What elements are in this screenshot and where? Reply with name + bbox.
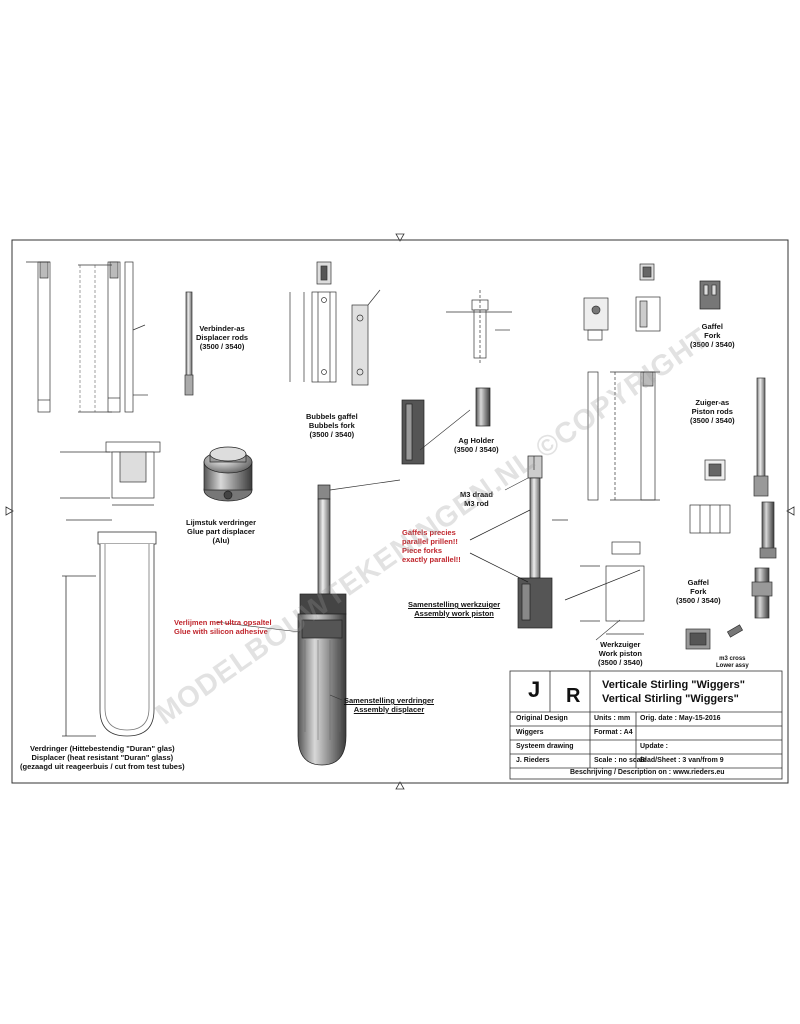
label-line: Assembly displacer xyxy=(353,705,425,714)
label-line: Verlijmen met ultra opsaltel xyxy=(174,618,272,627)
label-ag-holder: Ag Holder (3500 / 3540) xyxy=(454,436,499,454)
scale-field: Scale : no scale xyxy=(594,757,647,764)
label-line: Gaffel xyxy=(687,578,709,587)
center-mark-right xyxy=(786,506,795,516)
label-bubble-fork: Bubbels gaffel Bubbels fork (3500 / 3540… xyxy=(306,412,358,439)
label-line: exactly parallel!! xyxy=(402,555,461,564)
work-piston-assembly-3d xyxy=(469,455,641,629)
label-line: (3500 / 3540) xyxy=(690,340,735,349)
update-field: Update : xyxy=(640,743,668,750)
logo-j: J xyxy=(528,677,541,702)
displacer-rod-views xyxy=(26,261,194,413)
label-line: (3500 / 3540) xyxy=(690,416,735,425)
label-line: (3500 / 3540) xyxy=(309,430,355,439)
label-line: Displacer (heat resistant "Duran" glass) xyxy=(31,753,174,762)
displacer-assembly-3d xyxy=(297,479,401,766)
label-line: Samenstelling verdringer xyxy=(344,696,435,705)
format-field: Format : A4 xyxy=(594,729,633,736)
original-design-name: Wiggers xyxy=(516,729,544,736)
label-line: Glue with silicon adhesive xyxy=(174,627,268,636)
label-line: M3 draad xyxy=(460,490,493,499)
label-piston-rods: Zuiger-as Piston rods (3500 / 3540) xyxy=(690,398,735,425)
label-line: Bubbels fork xyxy=(308,421,355,430)
label-line: Gaffel xyxy=(701,322,723,331)
original-design-label: Original Design xyxy=(516,715,568,722)
label-line: Zuiger-as xyxy=(695,398,730,407)
label-line: Assembly work piston xyxy=(414,609,494,618)
label-line: (3500 / 3540) xyxy=(598,658,643,667)
label-line: (gezaagd uit reageerbuis / cut from test… xyxy=(20,762,185,771)
label-line: Lijmstuk verdringer xyxy=(186,518,257,527)
label-line: Werkzuiger xyxy=(600,640,641,649)
units-field: Units : mm xyxy=(594,715,631,722)
glue-part-views xyxy=(60,441,161,521)
label-line: Work piston xyxy=(598,649,642,658)
label-displacer-rods: Verbinder-as Displacer rods (3500 / 3540… xyxy=(196,324,248,351)
label-line: Fork xyxy=(690,587,707,596)
ag-holder-views xyxy=(446,290,512,365)
label-m3-rod: M3 draad M3 rod xyxy=(460,490,493,508)
label-line: Glue part displacer xyxy=(187,527,255,536)
label-line: Ag Holder xyxy=(458,436,495,445)
label-parallel-note-red: Gaffels precies parallel prillen!! Piece… xyxy=(402,528,461,564)
center-mark-left xyxy=(5,506,14,516)
title-block: J R Verticale Stirling "Wiggers" Vertica… xyxy=(510,671,782,779)
glue-part-3d xyxy=(203,446,253,502)
label-fork-right: Gaffel Fork (3500 / 3540) xyxy=(676,578,721,605)
label-small-part: m3 cross Lower assy xyxy=(716,656,749,670)
label-line: M3 rod xyxy=(464,499,489,508)
leader-lines xyxy=(215,409,621,701)
rod-3d-parts-right xyxy=(726,501,777,638)
label-line: Piston rods xyxy=(691,407,733,416)
logo-r: R xyxy=(566,685,581,707)
glass-tube-drawing xyxy=(62,531,157,737)
bubble-fork-views xyxy=(289,261,381,386)
label-fork-top: Gaffel Fork (3500 / 3540) xyxy=(690,322,735,349)
system-drawing-name: J. Rieders xyxy=(516,757,550,764)
label-line: Gaffels precies xyxy=(402,528,456,537)
label-work-piston: Werkzuiger Work piston (3500 / 3540) xyxy=(598,640,643,667)
drawing-title-en: Vertical Stirling "Wiggers" xyxy=(602,693,739,705)
label-glass-tube: Verdringer (Hittebestendig "Duran" glas)… xyxy=(20,744,185,771)
label-line: Verdringer (Hittebestendig "Duran" glas) xyxy=(29,744,175,753)
label-line: (3500 / 3540) xyxy=(199,342,245,351)
label-line: Samenstelling werkzuiger xyxy=(408,600,501,609)
ag-holder-3d xyxy=(401,387,491,465)
label-line: (3500 / 3540) xyxy=(676,596,721,605)
piston-rod-views xyxy=(587,371,769,534)
label-glue-part: Lijmstuk verdringer Glue part displacer … xyxy=(186,518,256,545)
center-mark-bottom xyxy=(395,781,405,790)
label-assembly-displacer: Samenstelling verdringer Assembly displa… xyxy=(344,696,434,714)
label-line: Lower assy xyxy=(716,663,749,669)
work-piston-views xyxy=(580,541,711,650)
label-line: m3 cross xyxy=(719,656,746,662)
label-glue-note-red: Verlijmen met ultra opsaltel Glue with s… xyxy=(174,618,272,636)
label-line: Piece forks xyxy=(402,546,443,555)
center-mark-top xyxy=(395,233,405,242)
sheet-field: Blad/Sheet : 3 van/from 9 xyxy=(640,757,724,764)
label-line: (Alu) xyxy=(212,536,230,545)
label-line: parallel prillen!! xyxy=(402,537,458,546)
description-footer: Beschrijving / Description on : www.ried… xyxy=(570,769,725,776)
label-line: Bubbels gaffel xyxy=(306,412,358,421)
title-block-frame xyxy=(509,670,783,780)
label-assembly-work-piston: Samenstelling werkzuiger Assembly work p… xyxy=(408,600,500,618)
system-drawing-label: Systeem drawing xyxy=(516,743,574,750)
label-line: Fork xyxy=(704,331,721,340)
drawing-title-nl: Verticale Stirling "Wiggers" xyxy=(602,679,745,691)
orig-date-field: Orig. date : May-15-2016 xyxy=(640,715,721,722)
fork-top-right-views xyxy=(583,263,721,341)
label-line: Verbinder-as xyxy=(199,324,245,333)
label-line: Displacer rods xyxy=(196,333,249,342)
label-line: (3500 / 3540) xyxy=(454,445,499,454)
